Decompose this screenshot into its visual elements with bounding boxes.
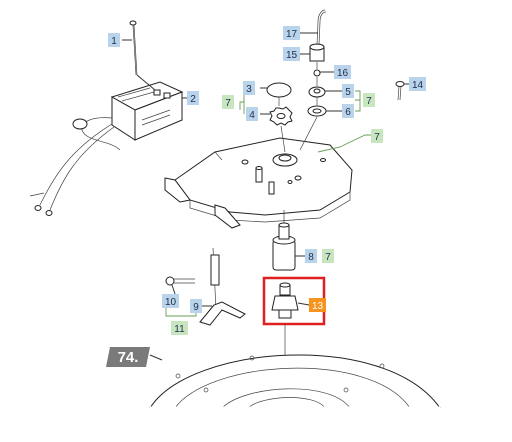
control-module-part-2 [29, 81, 184, 216]
svg-text:17: 17 [286, 29, 298, 40]
callout-15: 15 [283, 47, 300, 61]
callout-3: 3 [243, 81, 255, 95]
callout-9: 9 [190, 299, 202, 313]
svg-text:4: 4 [249, 110, 255, 121]
callout-16: 16 [334, 65, 351, 79]
svg-text:16: 16 [337, 68, 349, 79]
screw-part-10 [165, 276, 195, 286]
svg-text:2: 2 [190, 94, 196, 105]
star-washer-part-4 [269, 106, 293, 126]
callout-5: 5 [342, 84, 354, 98]
nut-part-15 [309, 43, 325, 62]
callout-17: 17 [283, 26, 300, 40]
callout-11: 11 [171, 321, 188, 335]
svg-text:3: 3 [246, 84, 252, 95]
section-badge: 74. [106, 347, 150, 367]
callout-7-plate: 7 [371, 129, 383, 143]
svg-text:7: 7 [374, 132, 380, 143]
mounting-plate [164, 137, 353, 229]
svg-text:74.: 74. [118, 349, 139, 366]
callout-7-cylinder: 7 [322, 249, 334, 263]
ring-assembly [149, 354, 441, 410]
callout-8: 8 [305, 249, 317, 263]
callout-14: 14 [409, 77, 426, 91]
screw-part-14 [395, 81, 405, 101]
svg-text:1: 1 [111, 36, 117, 47]
callout-1: 1 [108, 33, 120, 47]
svg-text:7: 7 [325, 252, 331, 263]
callout-7-right: 7 [363, 93, 375, 107]
svg-text:7: 7 [366, 96, 372, 107]
washer-part-5 [308, 86, 326, 98]
svg-text:15: 15 [286, 50, 298, 61]
cap-part-3 [266, 82, 292, 98]
svg-text:6: 6 [345, 107, 351, 118]
callout-10: 10 [162, 294, 179, 308]
ball-part-16 [313, 69, 321, 77]
screw-part-1 [129, 20, 138, 76]
lever-part-9 [199, 247, 246, 326]
svg-text:5: 5 [345, 87, 351, 98]
callout-13: 13 [309, 298, 326, 312]
cable-part-17 [316, 9, 327, 46]
callout-6: 6 [342, 104, 354, 118]
svg-text:11: 11 [174, 324, 185, 335]
washer-part-6 [307, 105, 327, 117]
cylinder-part-8 [272, 222, 296, 271]
callout-4: 4 [246, 107, 258, 121]
svg-text:14: 14 [412, 80, 424, 91]
svg-text:7: 7 [225, 98, 231, 109]
callout-2: 2 [187, 91, 199, 105]
callout-7-left: 7 [222, 95, 234, 109]
valve-part-13 [271, 282, 299, 319]
svg-text:10: 10 [165, 297, 177, 308]
svg-text:13: 13 [312, 301, 324, 312]
svg-text:9: 9 [193, 302, 199, 313]
svg-text:8: 8 [308, 252, 314, 263]
